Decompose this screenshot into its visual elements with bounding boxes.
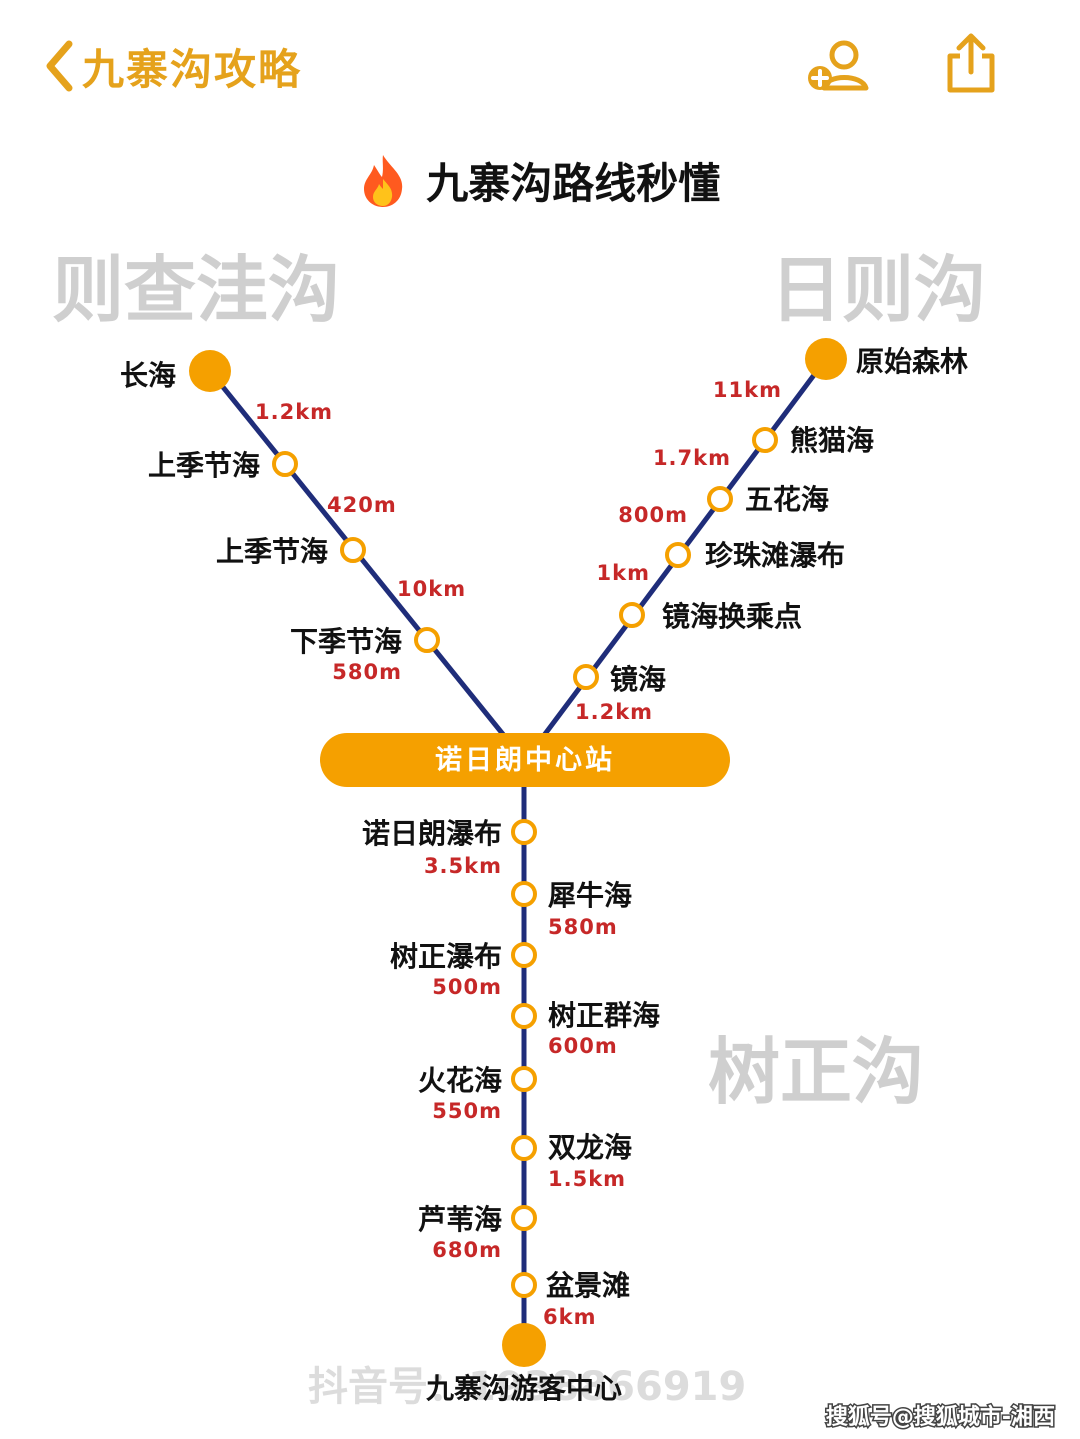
- distance-label: 580m: [332, 660, 402, 684]
- hub-station[interactable]: [320, 733, 730, 787]
- distance-label: 580m: [548, 915, 618, 939]
- watermark: 抖音号：1938866919: [308, 1364, 746, 1410]
- distance-label: 1km: [597, 561, 650, 585]
- station-name: 九寨沟游客中心: [426, 1372, 622, 1405]
- distance-label: 1.2km: [575, 700, 653, 724]
- station-name: 树正瀑布: [390, 940, 502, 973]
- page-title: 九寨沟路线秒懂: [0, 150, 1080, 211]
- distance-label: 11km: [713, 378, 782, 402]
- app-title: 九寨沟攻略: [82, 44, 303, 94]
- station-marker[interactable]: [511, 942, 537, 968]
- station-name: 珍珠滩瀑布: [705, 539, 845, 572]
- distance-label: 550m: [432, 1099, 502, 1123]
- hub-station-name: 诺日朗中心站: [435, 745, 615, 776]
- station-name: 盆景滩: [546, 1269, 630, 1302]
- distance-label: 420m: [327, 493, 397, 517]
- station-name: 上季节海: [216, 535, 328, 568]
- station-name: 双龙海: [548, 1131, 632, 1164]
- distance-label: 600m: [548, 1034, 618, 1058]
- station-marker[interactable]: [752, 427, 778, 453]
- add-user-icon: [808, 40, 869, 91]
- share-button[interactable]: [944, 32, 998, 100]
- terminal-visitor-center[interactable]: [502, 1323, 546, 1367]
- station-name: 诺日朗瀑布: [362, 817, 502, 850]
- region-label-bottom: 树正沟: [708, 1030, 924, 1114]
- distance-label: 800m: [618, 503, 688, 527]
- station-name: 镜海换乘点: [662, 600, 802, 633]
- follow-button[interactable]: [804, 36, 876, 100]
- station-marker[interactable]: [511, 1135, 537, 1161]
- station-name: 原始森林: [856, 345, 968, 378]
- station-name: 树正群海: [548, 999, 660, 1032]
- distance-label: 500m: [432, 975, 502, 999]
- distance-label: 1.2km: [255, 400, 333, 424]
- station-name: 芦苇海: [418, 1203, 502, 1236]
- station-marker[interactable]: [511, 1066, 537, 1092]
- station-marker[interactable]: [414, 627, 440, 653]
- station-name: 火花海: [418, 1064, 502, 1097]
- station-marker[interactable]: [511, 881, 537, 907]
- credit-watermark: 搜狐号@搜狐城市-湘西: [826, 1404, 1055, 1430]
- station-marker[interactable]: [665, 542, 691, 568]
- distance-label: 1.7km: [653, 446, 731, 470]
- distance-label: 6km: [543, 1305, 596, 1329]
- station-name: 犀牛海: [548, 879, 632, 912]
- station-marker[interactable]: [573, 664, 599, 690]
- share-icon: [947, 33, 995, 93]
- chevron-left-icon: [46, 40, 73, 92]
- distance-label: 3.5km: [424, 854, 502, 878]
- station-name: 五花海: [745, 483, 829, 516]
- station-marker[interactable]: [511, 1003, 537, 1029]
- station-name: 上季节海: [148, 449, 260, 482]
- back-button[interactable]: 九寨沟攻略: [44, 36, 302, 96]
- distance-label: 1.5km: [548, 1167, 626, 1191]
- station-marker[interactable]: [619, 602, 645, 628]
- page-title-text: 九寨沟路线秒懂: [426, 159, 721, 208]
- region-label-left: 则查洼沟: [52, 248, 340, 332]
- region-label-right: 日则沟: [770, 248, 986, 332]
- fire-icon: [363, 154, 402, 207]
- distance-label: 10km: [397, 577, 466, 601]
- station-marker[interactable]: [511, 819, 537, 845]
- distance-label: 680m: [432, 1238, 502, 1262]
- station-marker[interactable]: [511, 1272, 537, 1298]
- station-name: 熊猫海: [790, 424, 874, 457]
- station-name: 下季节海: [290, 625, 402, 658]
- station-name: 镜海: [610, 663, 666, 696]
- station-marker[interactable]: [707, 486, 733, 512]
- app-header: 九寨沟攻略: [0, 0, 1080, 130]
- station-marker[interactable]: [272, 451, 298, 477]
- terminal-primeval-forest[interactable]: [805, 338, 847, 380]
- terminal-changhai[interactable]: [189, 350, 231, 392]
- station-marker[interactable]: [511, 1205, 537, 1231]
- station-name: 长海: [120, 359, 176, 392]
- station-marker[interactable]: [340, 537, 366, 563]
